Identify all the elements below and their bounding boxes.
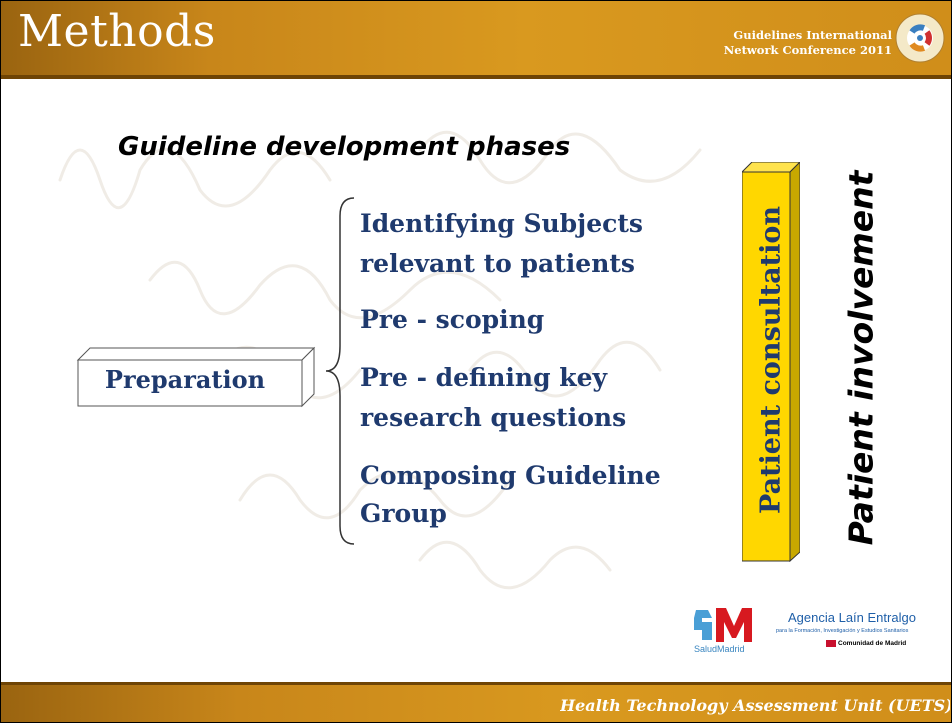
footer-divider bbox=[1, 682, 951, 685]
step-item: Identifying Subjects bbox=[360, 209, 643, 238]
saludmadrid-m-logo-icon bbox=[694, 608, 752, 642]
sponsor-logos: SaludMadrid Agencia Laín Entralgo para l… bbox=[690, 604, 940, 658]
footer-bar bbox=[1, 685, 951, 722]
section-subtitle: Guideline development phases bbox=[118, 132, 571, 162]
comunidad-flag-icon bbox=[826, 640, 836, 647]
saludmadrid-text: SaludMadrid bbox=[694, 644, 745, 654]
step-item: Pre - defining key bbox=[360, 363, 608, 392]
agencia-subtitle: para la Formación, Investigación y Estud… bbox=[776, 628, 909, 634]
preparation-box bbox=[76, 346, 316, 408]
patient-consultation-text: Patient consultation bbox=[755, 206, 787, 514]
comunidad-name: Comunidad de Madrid bbox=[838, 640, 907, 647]
header-bar bbox=[1, 1, 951, 75]
step-item: relevant to patients bbox=[360, 249, 635, 278]
patient-involvement-text: Patient involvement bbox=[841, 170, 881, 546]
step-item: Group bbox=[360, 499, 447, 528]
conference-line-1: Guidelines International bbox=[733, 28, 892, 42]
conference-name: Guidelines International Network Confere… bbox=[724, 28, 892, 58]
footer-label: Health Technology Assessment Unit (UETS) bbox=[560, 696, 950, 715]
step-item: Pre - scoping bbox=[360, 305, 545, 334]
patient-consultation-pillar bbox=[742, 162, 800, 562]
step-item: research questions bbox=[360, 403, 627, 432]
curly-brace-icon bbox=[325, 197, 355, 545]
preparation-label: Preparation bbox=[104, 365, 266, 394]
gin-logo-icon bbox=[895, 13, 945, 63]
agencia-name: Agencia Laín Entralgo bbox=[788, 610, 916, 625]
header-divider bbox=[1, 75, 951, 79]
slide-title: Methods bbox=[18, 6, 216, 57]
conference-line-2: Network Conference 2011 bbox=[723, 43, 892, 57]
step-item: Composing Guideline bbox=[360, 461, 661, 490]
